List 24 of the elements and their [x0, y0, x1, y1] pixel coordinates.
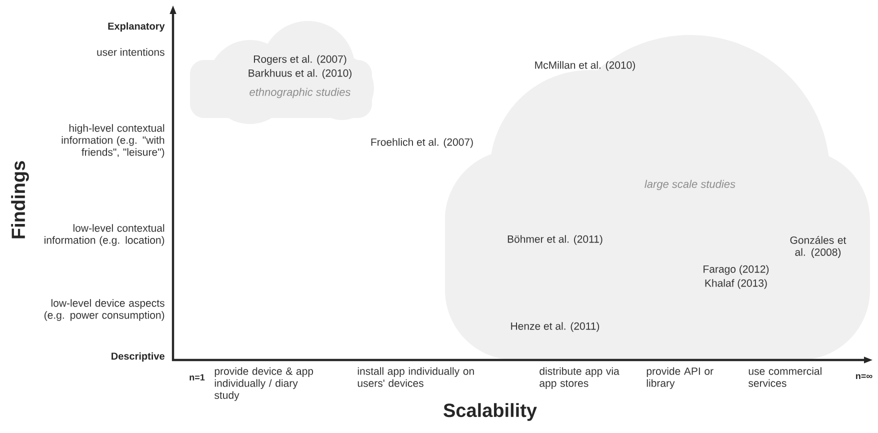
axis-category-label: install app individually on users' devices — [358, 367, 474, 387]
axis-category-label: low-level contextual information (e.g. location) — [44, 224, 164, 246]
citation-text: Farago (2012) — [704, 265, 769, 275]
citation-text: Rogers et al. (2007) — [254, 55, 346, 65]
citation-text: Gonzáles et al. (2008) — [790, 236, 846, 258]
citation-text: Khalaf (2013) — [705, 279, 767, 289]
axis-category-label: user intentions — [97, 48, 164, 56]
citation-text: Froehlich et al. (2007) — [371, 138, 473, 148]
citation-text: McMillan et al. (2010) — [535, 61, 635, 71]
axis-end-label: n=∞ — [856, 374, 872, 380]
study-type-label: ethnographic studies — [250, 88, 350, 98]
study-type-label: large scale studies — [644, 180, 736, 190]
citation-text: Böhmer et al. (2011) — [508, 235, 602, 245]
axis-end-label: n=1 — [190, 374, 205, 380]
axis-category-label: high-level contextual information (e.g. "with friends", "leisure") — [62, 124, 164, 158]
axis-title: Findings — [11, 161, 29, 238]
citation-text: Barkhuus et al. (2010) — [248, 69, 352, 79]
axis-category-label: provide device & app individually / diary study — [214, 367, 314, 401]
axis-end-label: Descriptive — [112, 352, 164, 362]
axis-end-label: Explanatory — [108, 22, 165, 32]
cloud-shape — [445, 35, 870, 360]
axis-title: Scalability — [444, 403, 537, 421]
axis-category-label: low-level device aspects (e.g. power consumption) — [44, 299, 164, 321]
citation-text: Henze et al. (2011) — [511, 322, 600, 332]
